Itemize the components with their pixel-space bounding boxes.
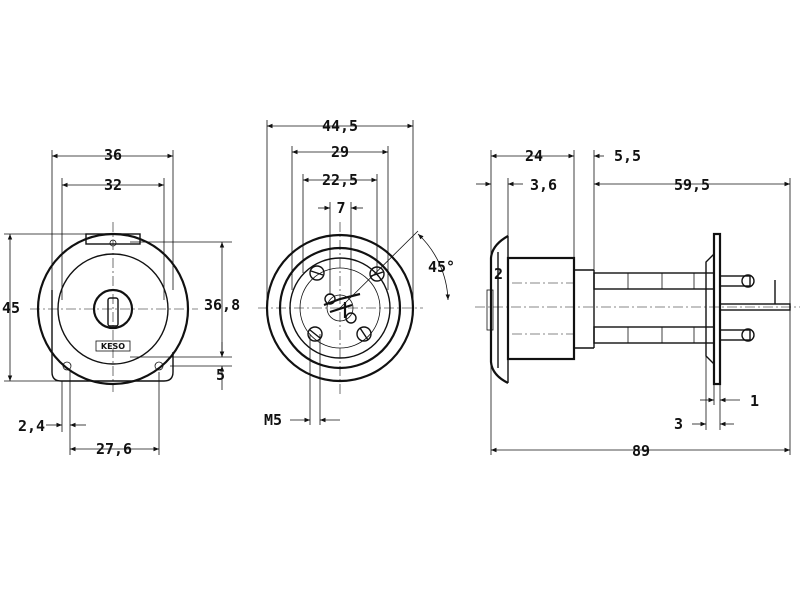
dim-m5: M5 <box>264 411 282 429</box>
side-rim <box>486 289 494 331</box>
dim-36: 36 <box>104 146 122 164</box>
side-pin-bottom <box>719 329 751 341</box>
dim-2-4: 2,4 <box>18 417 45 435</box>
mid-screw-1 <box>309 265 325 281</box>
dim-29: 29 <box>331 143 349 161</box>
dim-32: 32 <box>104 176 122 194</box>
front-screw-right <box>154 361 164 371</box>
dim-89: 89 <box>632 442 650 460</box>
mid-cam <box>323 292 361 324</box>
mid-screw-4 <box>356 326 372 342</box>
dim-45-deg: 45° <box>428 258 455 276</box>
front-screw-left <box>62 361 72 371</box>
side-view: 24 5,5 3,6 59,5 2 1 3 89 <box>475 147 800 460</box>
front-brand-text: KESO <box>101 342 125 351</box>
side-rod-bottom <box>593 326 715 344</box>
dim-44-5: 44,5 <box>322 117 358 135</box>
dim-22-5: 22,5 <box>322 171 358 189</box>
front-view: KESO 36 32 45 36,8 5 2,4 27,6 <box>2 146 240 458</box>
dim-3: 3 <box>674 415 683 433</box>
dim-3-6: 3,6 <box>530 176 557 194</box>
side-rod-top <box>593 272 715 290</box>
mid-screw-3 <box>307 326 323 342</box>
dim-24: 24 <box>525 147 543 165</box>
dim-5-5: 5,5 <box>614 147 641 165</box>
dim-59-5: 59,5 <box>674 176 710 194</box>
dim-5: 5 <box>216 366 225 384</box>
dim-27-6: 27,6 <box>96 440 132 458</box>
side-flange <box>489 235 509 384</box>
dim-36-8: 36,8 <box>204 296 240 314</box>
middle-view: 44,5 29 22,5 7 45° M5 <box>258 117 455 429</box>
side-pin-top <box>719 275 751 287</box>
dim-7: 7 <box>336 199 345 217</box>
side-cylinder-body <box>506 256 576 361</box>
dim-2: 2 <box>494 265 503 283</box>
dim-45: 45 <box>2 299 20 317</box>
front-base-plate <box>51 290 174 382</box>
dim-1: 1 <box>750 392 759 410</box>
side-back-plate <box>712 232 722 386</box>
